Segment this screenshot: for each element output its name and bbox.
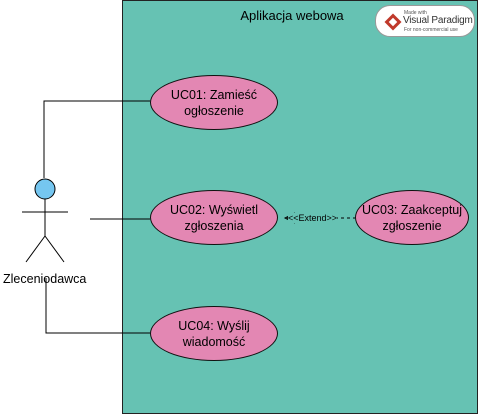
actor-label: Zleceniodawca	[3, 272, 87, 286]
use-case-uc04[interactable]: UC04: Wyślij wiadomość	[150, 306, 278, 361]
use-case-uc02[interactable]: UC02: Wyświetl zgłoszenia	[150, 190, 278, 245]
badge-sub-text: For non-commercial use	[404, 27, 458, 33]
actor-figure	[22, 178, 68, 263]
badge-small-text: Made with	[404, 10, 427, 16]
extend-label: <<Extend>>	[288, 213, 338, 223]
use-case-uc03[interactable]: UC03: Zaakceptuj zgłoszenie	[355, 190, 469, 245]
actor-head	[34, 178, 56, 200]
actor-right-leg	[44, 235, 65, 263]
use-case-uc01[interactable]: UC01: Zamieść ogłoszenie	[150, 75, 278, 130]
system-title: Aplikacja webowa	[123, 8, 477, 23]
visual-paradigm-badge[interactable]: Made with Visual Paradigm For non-commer…	[375, 5, 475, 37]
visual-paradigm-logo-icon	[384, 13, 402, 31]
association-uc04	[45, 278, 150, 334]
badge-main-text: Visual Paradigm	[403, 15, 473, 26]
system-title-text: Aplikacja webowa	[240, 8, 344, 23]
actor-left-leg	[25, 235, 46, 263]
association-uc01	[43, 100, 150, 178]
